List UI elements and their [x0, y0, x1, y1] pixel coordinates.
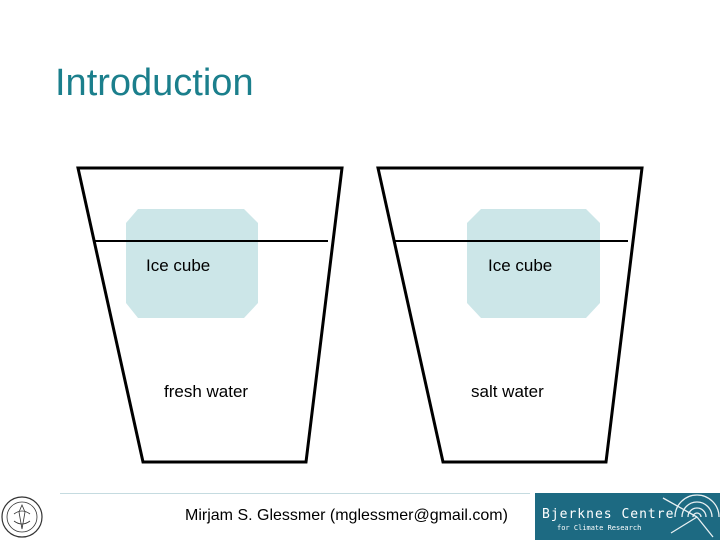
right-water-label: salt water	[471, 382, 544, 402]
left-water-label: fresh water	[164, 382, 248, 402]
footer-divider	[60, 493, 530, 494]
right-glass	[378, 168, 642, 462]
footer-author: Mirjam S. Glessmer (mglessmer@gmail.com)	[185, 507, 508, 525]
left-glass	[78, 168, 342, 462]
university-seal-icon	[0, 494, 44, 540]
right-cube-label: Ice cube	[488, 256, 552, 276]
logo-subtitle: for Climate Research	[557, 524, 641, 532]
left-cube-label: Ice cube	[146, 256, 210, 276]
spiral-icon	[653, 493, 720, 540]
bjerknes-logo: Bjerknes Centre for Climate Research	[535, 493, 720, 540]
